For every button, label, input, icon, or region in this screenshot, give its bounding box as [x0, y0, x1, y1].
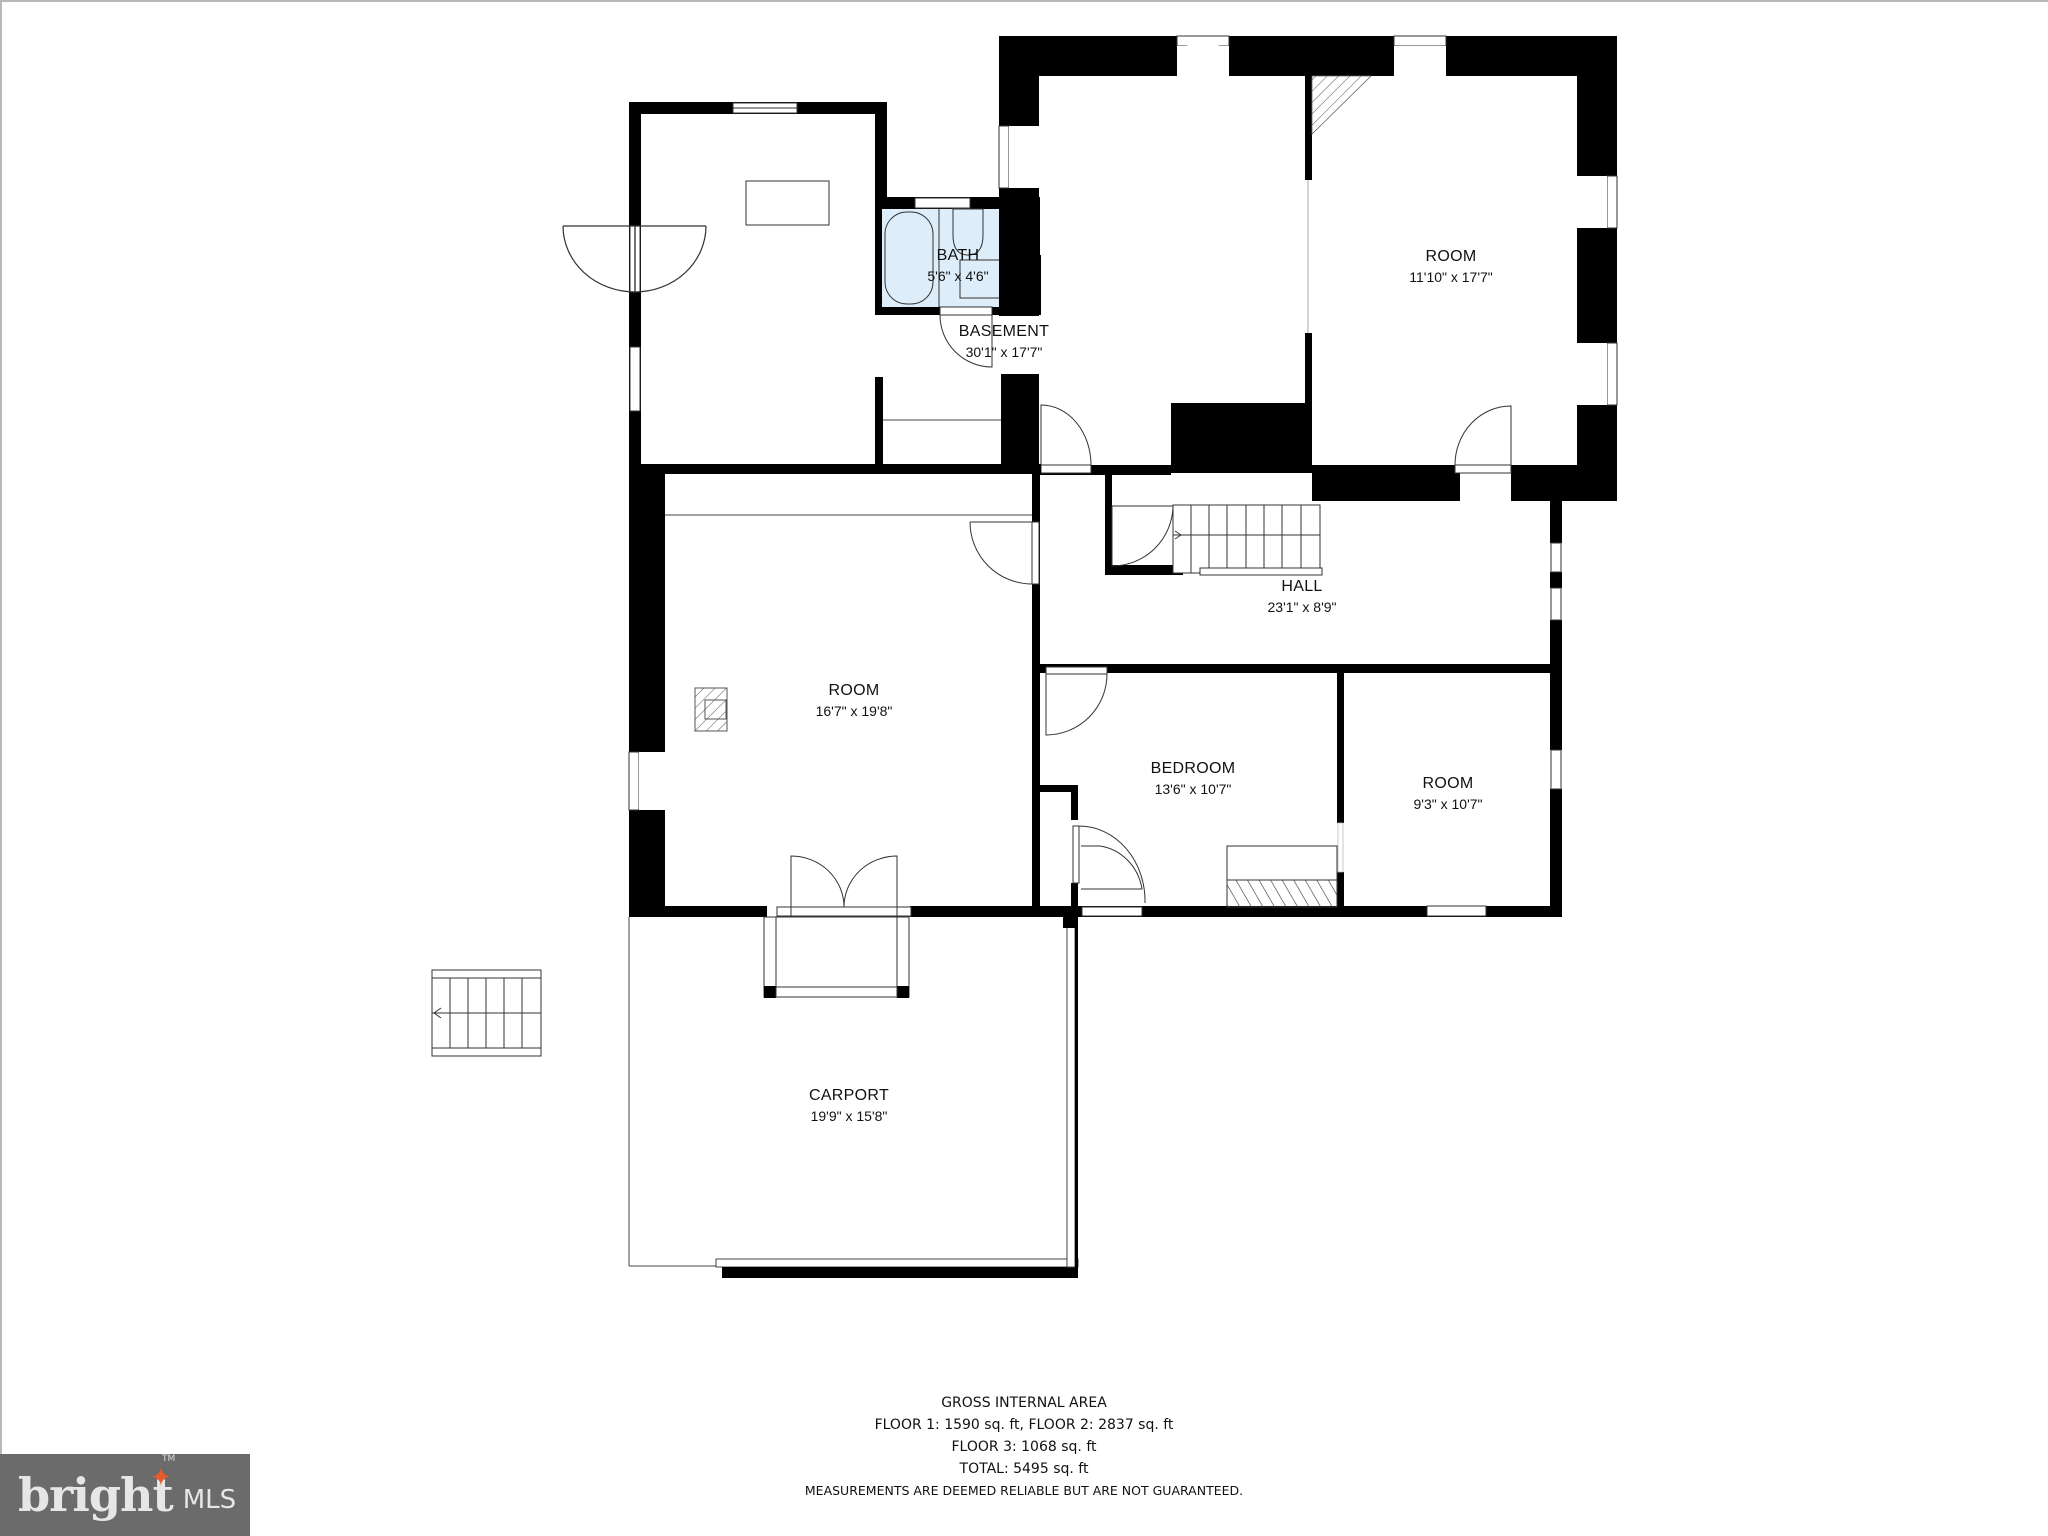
french-door: [776, 855, 912, 917]
area-total: TOTAL: 5495 sq. ft: [959, 1461, 1089, 1477]
window: [1393, 35, 1447, 76]
room-name: ROOM: [1422, 775, 1474, 792]
window: [1426, 905, 1487, 917]
fireplace: [694, 687, 728, 732]
area-floor-3: FLOOR 3: 1068 sq. ft: [951, 1439, 1097, 1455]
room-left-walls: [629, 464, 1562, 917]
exterior-stairs: [431, 969, 542, 1057]
window: [628, 751, 665, 811]
door: [1040, 404, 1092, 474]
bedroom-walls: [1033, 673, 1344, 913]
room-name: BATH: [936, 247, 980, 264]
door: [1111, 505, 1174, 567]
room-name: HALL: [1281, 578, 1323, 595]
room-label-hall: HALL 23'1" x 8'9": [1268, 577, 1337, 617]
table: [745, 180, 830, 226]
area-title: GROSS INTERNAL AREA: [941, 1395, 1107, 1411]
bright-mls-logo: bright ✦ TM MLS: [0, 1454, 250, 1536]
hearth: [1226, 845, 1338, 908]
room-dims: 19'9" x 15'8": [810, 1108, 888, 1124]
bay: [763, 916, 910, 998]
window: [1550, 749, 1562, 790]
stairs: [1172, 504, 1323, 576]
room-label-room-left: ROOM 16'7" x 19'8": [816, 681, 893, 721]
window: [1550, 542, 1562, 573]
window: [1176, 35, 1230, 78]
window: [1577, 175, 1618, 229]
carport-outline: [628, 906, 1079, 1278]
room-name: CARPORT: [808, 1087, 890, 1104]
window: [732, 102, 798, 114]
window: [1577, 342, 1618, 406]
north-walls: [999, 36, 1617, 501]
room-dims: 13'6" x 10'7": [1154, 781, 1232, 797]
logo-wordmark: bright: [18, 1468, 174, 1522]
window: [629, 346, 641, 412]
room-name: ROOM: [828, 682, 880, 699]
room-name: BASEMENT: [958, 323, 1050, 340]
door: [1045, 666, 1108, 736]
gross-area-summary: GROSS INTERNAL AREA FLOOR 1: 1590 sq. ft…: [805, 1392, 1243, 1502]
room-dims: 30'1" x 17'7": [965, 344, 1043, 360]
door: [562, 225, 707, 293]
room-dims: 23'1" x 8'9": [1267, 599, 1337, 615]
room-label-bath: BATH 5'6" x 4'6": [927, 246, 988, 286]
room-dims: 5'6" x 4'6": [927, 268, 989, 284]
room-dims: 16'7" x 19'8": [815, 703, 893, 719]
room-label-bedroom: BEDROOM 13'6" x 10'7": [1151, 759, 1236, 799]
room-label-room-right: ROOM 9'3" x 10'7": [1414, 774, 1483, 814]
room-label-carport: CARPORT 19'9" x 15'8": [809, 1086, 889, 1126]
area-floors-1-2: FLOOR 1: 1590 sq. ft, FLOOR 2: 2837 sq. …: [874, 1417, 1174, 1433]
room-name: BEDROOM: [1150, 760, 1236, 777]
door: [969, 521, 1040, 585]
star-icon: ✦: [150, 1462, 172, 1492]
door: [1454, 405, 1512, 474]
door: [1072, 825, 1146, 917]
room-dims: 9'3" x 10'7": [1413, 796, 1483, 812]
room-label-room-top-right: ROOM 11'10" x 17'7": [1409, 247, 1493, 287]
logo-mls: MLS: [182, 1485, 237, 1515]
room-name: ROOM: [1425, 248, 1477, 265]
window: [998, 125, 1039, 189]
room-dims: 11'10" x 17'7": [1409, 269, 1493, 285]
disclaimer: MEASUREMENTS ARE DEEMED RELIABLE BUT ARE…: [804, 1483, 1244, 1498]
room-label-basement: BASEMENT 30'1" x 17'7": [959, 322, 1049, 362]
trademark: TM: [162, 1454, 176, 1464]
window: [1550, 587, 1562, 621]
